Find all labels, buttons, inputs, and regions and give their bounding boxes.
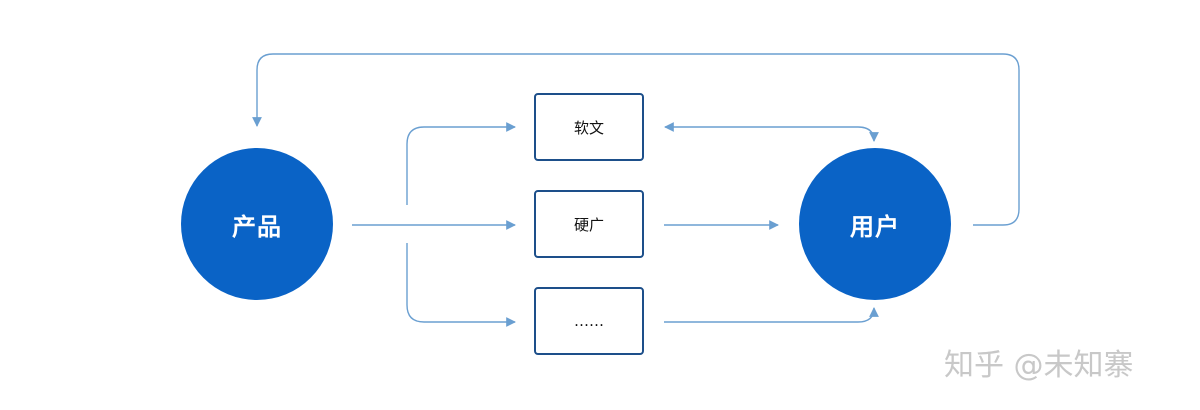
feedback-loop-arrow [252,53,1020,226]
product-to-channel-2-arrow [406,243,516,327]
channel-0-user-bidirectional-arrow [664,122,879,142]
channel-box-hard-ad: 硬广 [534,190,644,258]
channel-label: 软文 [573,118,604,137]
channel-box-soft-article: 软文 [534,93,644,161]
product-node: 产品 [181,148,333,300]
watermark-text: 知乎 @未知寨 [944,348,1134,383]
channel-box-more: …… [534,287,644,355]
product-to-channel-0-arrow [406,122,516,205]
channel-2-to-user-arrow [664,307,879,323]
channel-label: …… [574,312,604,330]
user-node: 用户 [799,148,951,300]
channel-label: 硬广 [573,215,604,234]
user-node-label: 用户 [850,212,900,241]
product-node-label: 产品 [232,212,282,241]
